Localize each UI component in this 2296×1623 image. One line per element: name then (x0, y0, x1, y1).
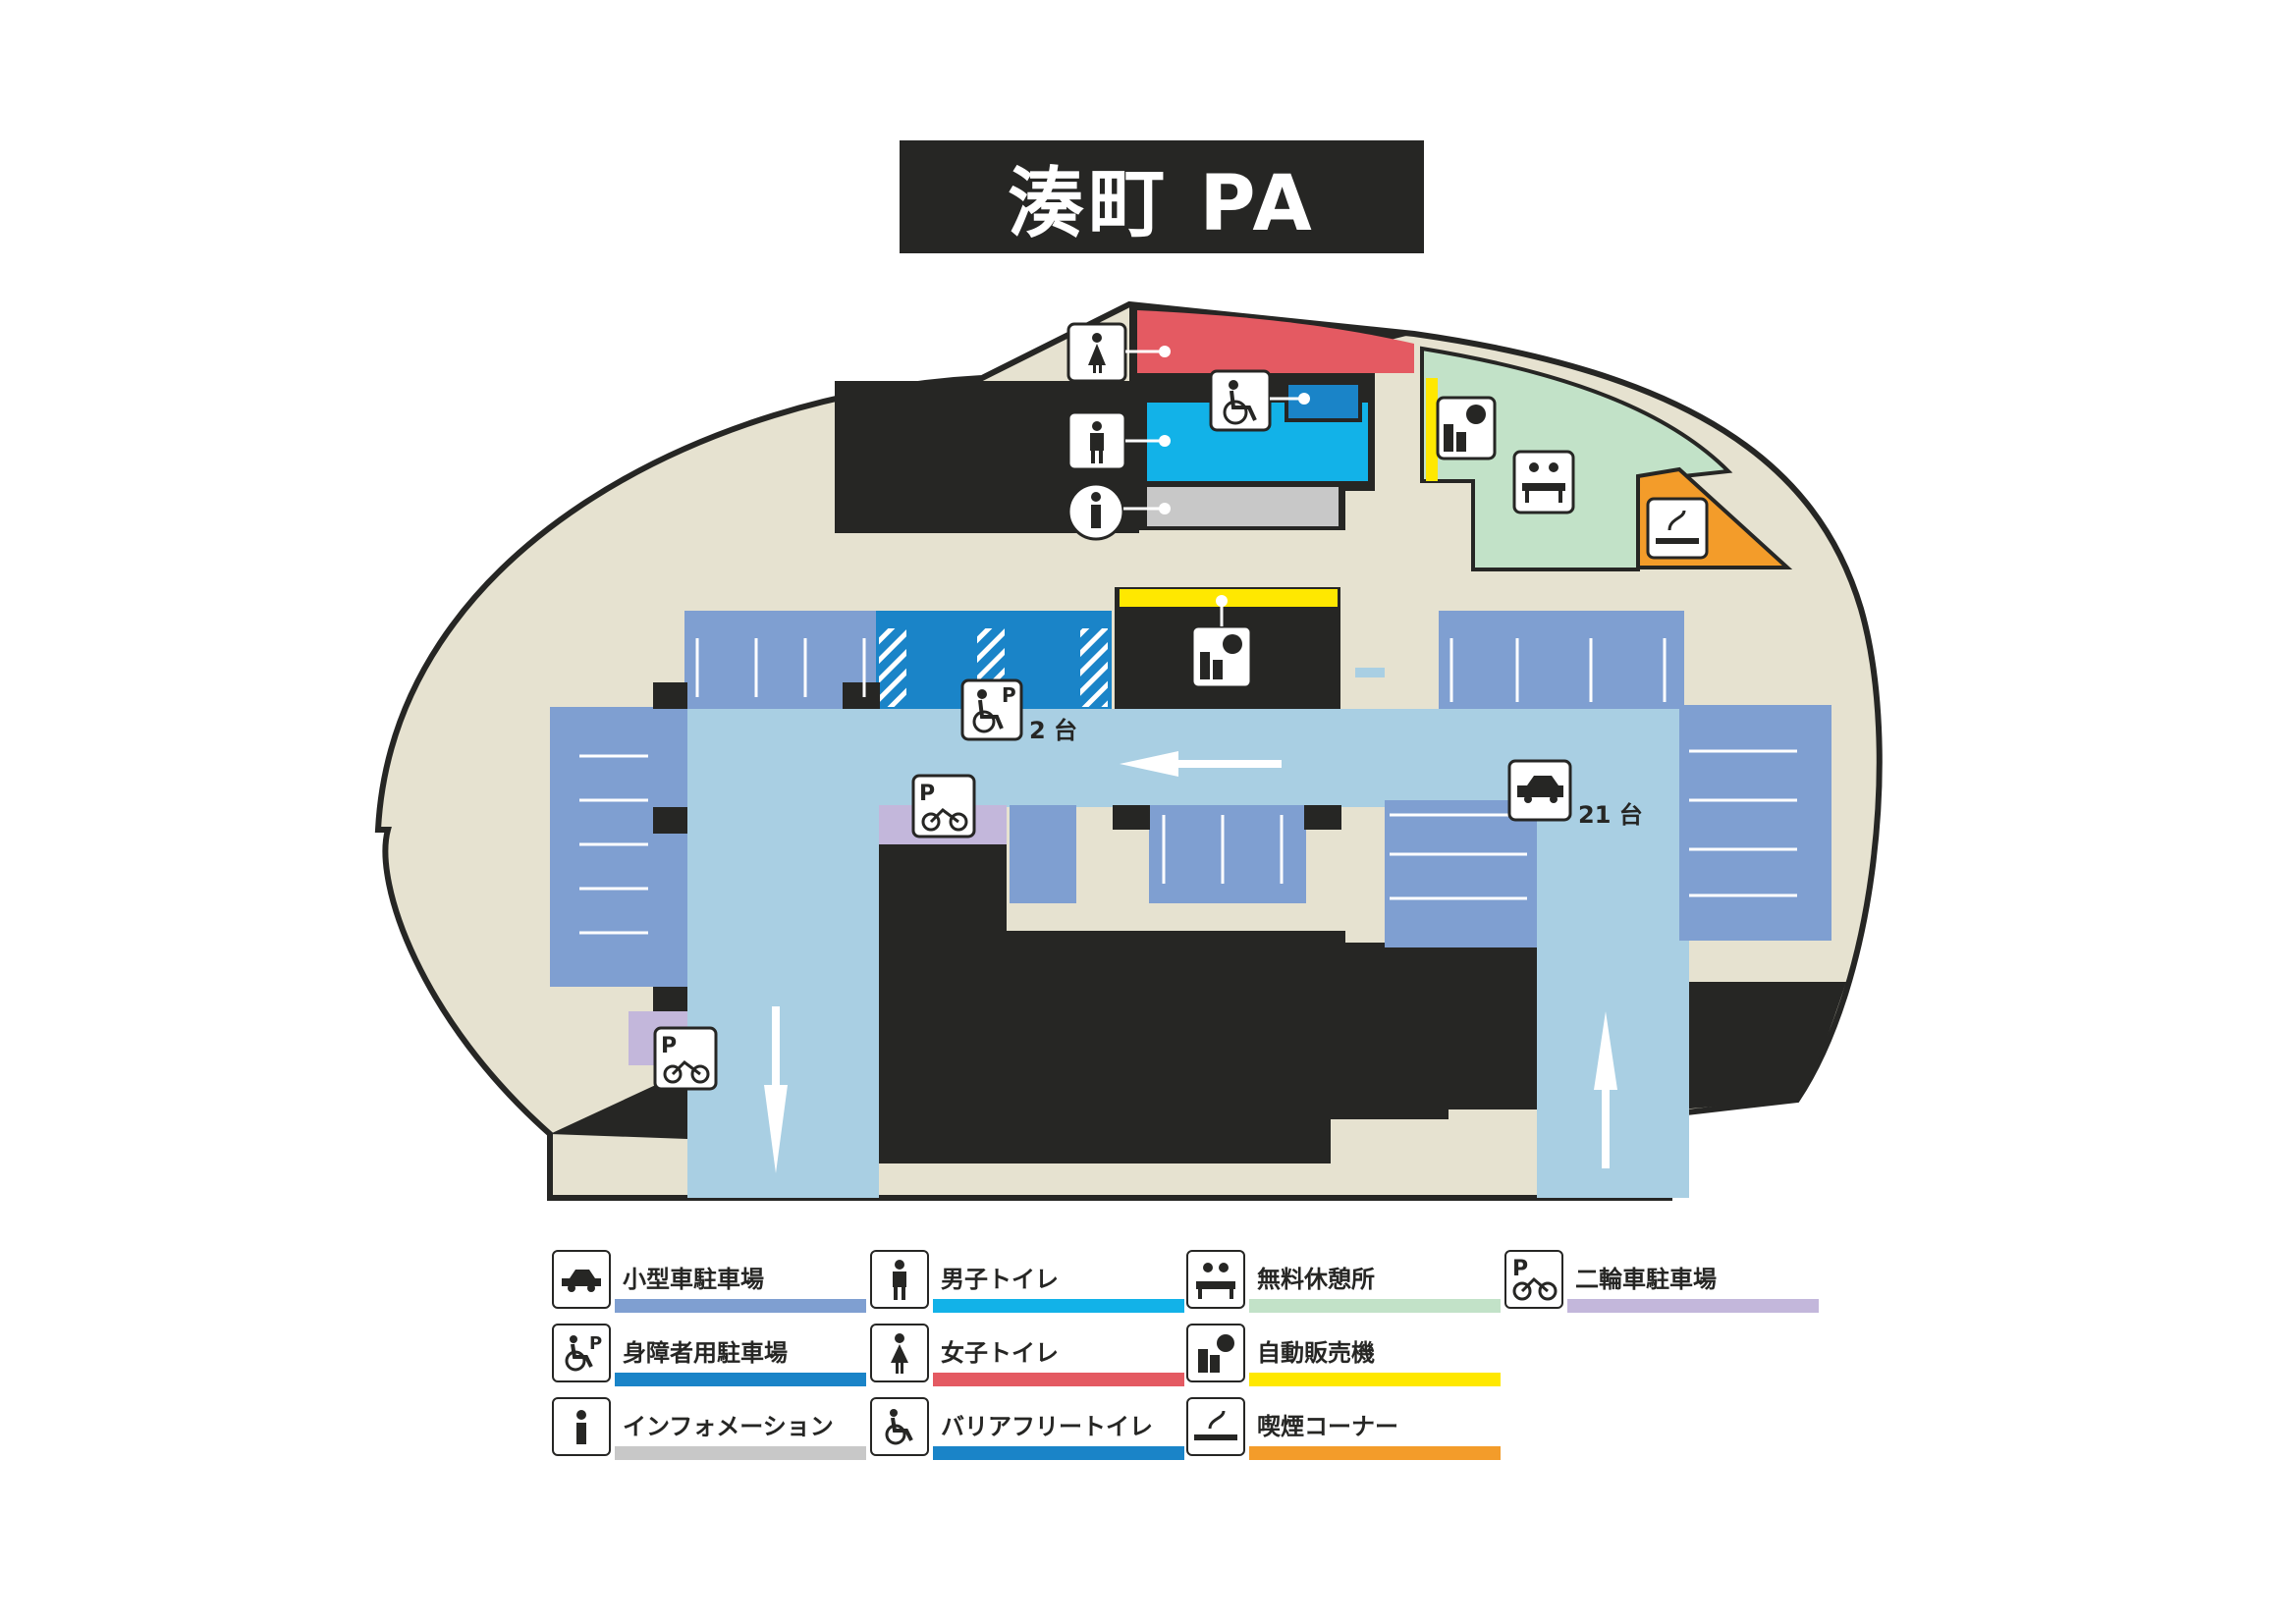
post (1304, 805, 1341, 830)
legend-label: 男子トイレ (941, 1266, 1059, 1293)
legend-item: バリアフリートイレ (870, 1397, 1194, 1462)
legend-label: バリアフリートイレ (941, 1413, 1153, 1440)
parking-lines (579, 638, 1797, 935)
legend-color-bar (1567, 1299, 1819, 1313)
arrow-left-icon (1120, 751, 1282, 777)
legend-label: 女子トイレ (941, 1339, 1059, 1367)
vending-strip-center (1120, 589, 1338, 607)
svg-text:P: P (589, 1333, 602, 1354)
wheelchair-parking-icon: P (960, 678, 1023, 741)
legend-color-bar (615, 1299, 866, 1313)
post (843, 682, 880, 709)
legend-item: インフォメーション (552, 1397, 876, 1462)
hatch-stripe (1080, 628, 1108, 707)
legend-item: 男子トイレ (870, 1250, 1194, 1315)
vending-machine-icon (1186, 1324, 1245, 1382)
legend-color-bar (933, 1446, 1184, 1460)
motorcycle-parking-icon: P (1504, 1250, 1563, 1309)
arrow-down-icon (764, 1006, 788, 1173)
information-icon (552, 1397, 611, 1456)
car-parking-top-right (1439, 611, 1684, 709)
legend-color-bar (1249, 1299, 1501, 1313)
legend-color-bar (615, 1373, 866, 1386)
car-parking-right-inner (1385, 800, 1537, 947)
legend-color-bar (933, 1299, 1184, 1313)
male-toilet-icon (870, 1250, 929, 1309)
map-title: 湊町 PA (900, 140, 1424, 253)
legend-label: 喫煙コーナー (1257, 1413, 1398, 1440)
rest-area-icon (1512, 450, 1575, 514)
legend-item: P 二輪車駐車場 (1504, 1250, 1829, 1315)
legend-item: 自動販売機 (1186, 1324, 1510, 1388)
legend-color-bar (615, 1446, 866, 1460)
legend-item: 女子トイレ (870, 1324, 1194, 1388)
traffic-arrows (764, 751, 1617, 1173)
svg-text:P: P (661, 1034, 677, 1058)
legend-label: 身障者用駐車場 (623, 1339, 788, 1367)
accessible-toilet-icon (1209, 369, 1310, 432)
svg-text:P: P (919, 782, 935, 806)
car-parking-center (1149, 805, 1306, 903)
car-icon (1507, 759, 1572, 822)
car-parking-left (550, 707, 687, 987)
post (653, 807, 687, 834)
car-parking-count: 21 台 (1578, 801, 1643, 829)
accessible-parking-count: 2 台 (1029, 717, 1078, 744)
lower-building-right (1679, 982, 1846, 1109)
female-toilet-icon (870, 1324, 929, 1382)
legend-item: P 身障者用駐車場 (552, 1324, 876, 1388)
legend-label: 自動販売機 (1257, 1339, 1375, 1367)
legend-item: 小型車駐車場 (552, 1250, 876, 1315)
male-toilet-icon (1066, 410, 1171, 471)
accessible-toilet-area (1285, 381, 1362, 422)
legend-color-bar (1249, 1446, 1501, 1460)
arrow-up-icon (1594, 1011, 1617, 1168)
car-parking-right (1679, 705, 1831, 941)
car-icon (552, 1250, 611, 1309)
central-building (879, 844, 1537, 1163)
smoking-icon (1186, 1397, 1245, 1456)
legend-color-bar (933, 1373, 1184, 1386)
wheelchair-parking-icon: P (552, 1324, 611, 1382)
legend-color-bar (1249, 1373, 1501, 1386)
motorcycle-parking-icon: P (911, 774, 976, 839)
lower-building-left (550, 1070, 687, 1139)
svg-text:P: P (1512, 1257, 1528, 1281)
information-area (1147, 487, 1339, 526)
legend-item: 喫煙コーナー (1186, 1397, 1510, 1462)
post (1113, 805, 1150, 830)
rest-area-icon (1186, 1250, 1245, 1309)
post (653, 987, 687, 1011)
legend-label: 二輪車駐車場 (1575, 1266, 1717, 1293)
vending-machine-icon (1436, 396, 1497, 460)
legend-label: インフォメーション (623, 1413, 834, 1440)
legend-label: 無料休憩所 (1257, 1266, 1375, 1293)
map-icons: P P P (653, 322, 1709, 1091)
female-toilet-area (1137, 310, 1414, 373)
legend-item: 無料休憩所 (1186, 1250, 1510, 1315)
motorcycle-parking-icon: P (653, 1026, 718, 1091)
svg-text:P: P (1002, 683, 1016, 707)
female-toilet-icon (1066, 322, 1171, 383)
information-icon (1066, 482, 1171, 541)
accessible-toilet-icon (870, 1397, 929, 1456)
vending-strip-upper (1426, 378, 1438, 481)
legend-label: 小型車駐車場 (623, 1266, 764, 1293)
hatch-stripe (879, 628, 906, 707)
car-parking-center-left (1010, 805, 1076, 903)
vending-machine-icon (1190, 595, 1253, 689)
post (653, 682, 687, 709)
smoking-icon (1646, 497, 1709, 560)
